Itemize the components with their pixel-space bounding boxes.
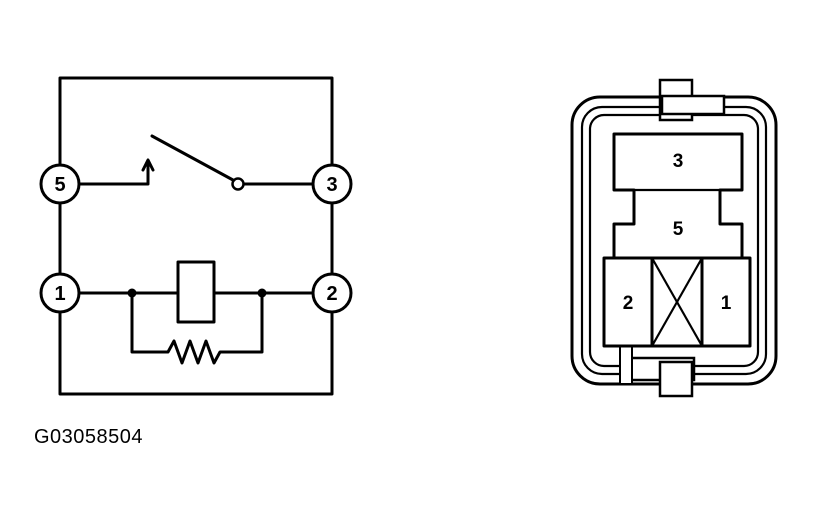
frame-top — [58, 76, 334, 168]
switch-contact-pivot — [231, 177, 245, 191]
terminal-3: 3 — [311, 163, 353, 205]
cavity-3-label: 3 — [673, 151, 684, 172]
terminal-1: 1 — [39, 272, 81, 314]
cavity-1 — [700, 256, 752, 348]
bottom-lock-tab — [658, 360, 694, 398]
figure-id-caption: G03058504 — [34, 426, 144, 448]
terminal-5: 5 — [39, 163, 81, 205]
cavity-3-5-outline — [612, 132, 744, 260]
switch-arrow — [141, 158, 155, 172]
switch-wire-left — [78, 161, 150, 186]
terminal-1-label: 1 — [54, 283, 65, 305]
relay-connector: 3 5 2 1 — [570, 78, 778, 398]
cavity-1-label: 1 — [721, 293, 732, 314]
bottom-lock-notch — [619, 345, 633, 385]
cavity-5-label: 5 — [673, 219, 684, 240]
cavity-2-label: 2 — [623, 293, 634, 314]
terminal-5-label: 5 — [54, 174, 65, 196]
relay-schematic: 5 3 1 2 — [39, 76, 353, 396]
switch-blade — [150, 134, 235, 182]
resistor-branch — [130, 291, 264, 365]
frame-bottom — [58, 310, 334, 396]
terminal-3-label: 3 — [326, 174, 337, 196]
top-lock-bar — [660, 94, 726, 116]
cavity-blocked-cross-b — [651, 257, 703, 347]
relay-coil — [176, 260, 216, 324]
terminal-2: 2 — [311, 272, 353, 314]
connector-housing-inner — [580, 105, 768, 376]
terminal-2-label: 2 — [326, 283, 337, 305]
